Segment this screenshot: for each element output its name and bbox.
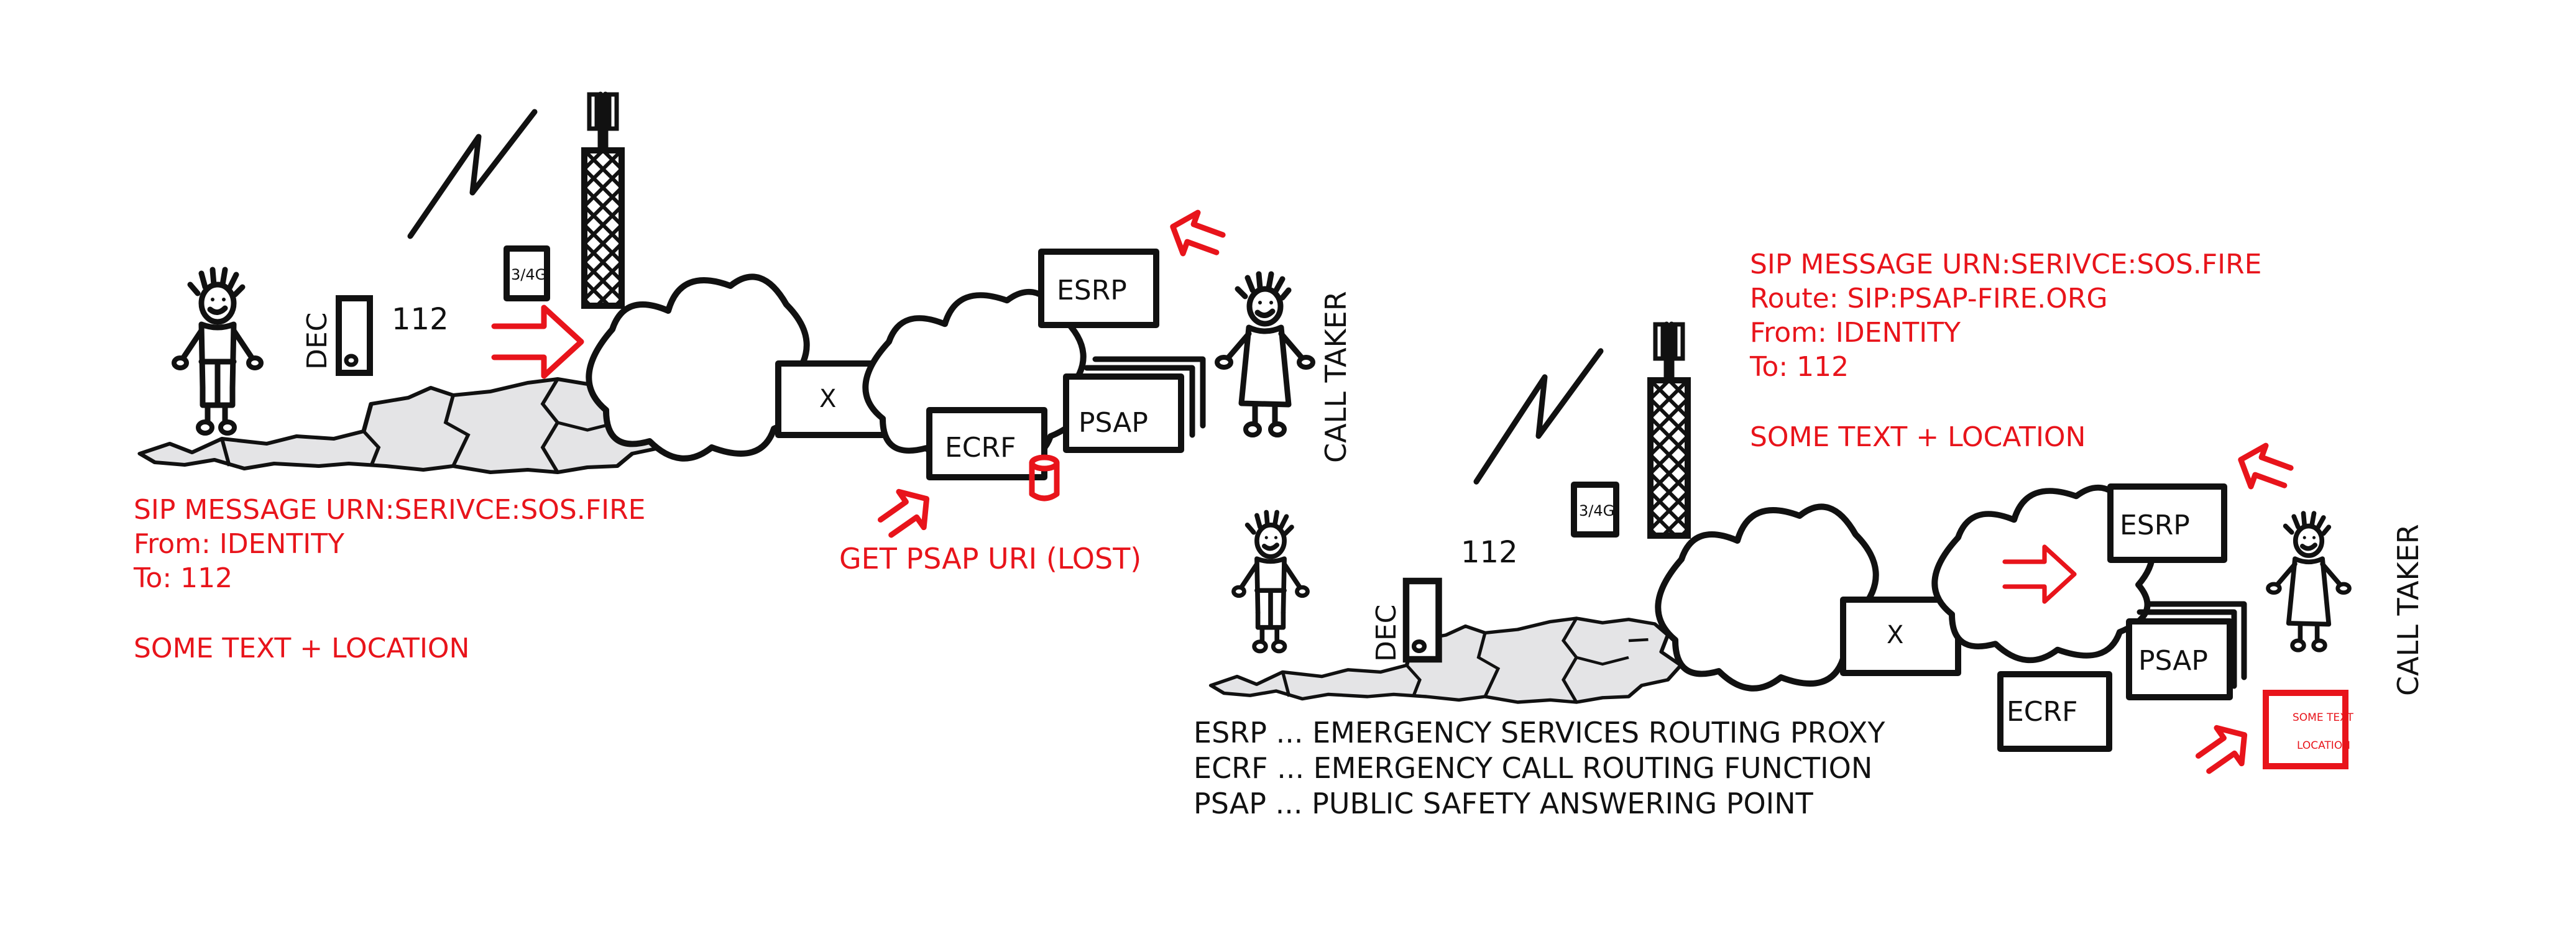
esrp-box	[2107, 483, 2227, 563]
call-taker-label: CALL TAKER	[1319, 291, 1353, 463]
caller-figure-icon	[174, 270, 261, 433]
dialed-number: 112	[1461, 535, 1518, 570]
radio-box-label: 3/4G	[511, 266, 546, 283]
signal-bolt-icon	[410, 112, 535, 236]
ecrf-box	[926, 407, 1047, 480]
red-arrow-icon	[1166, 206, 1227, 264]
signal-bolt-icon	[1476, 351, 1601, 482]
dialed-number: 112	[392, 302, 449, 337]
caller-figure-icon	[1234, 512, 1308, 651]
phone-icon	[339, 298, 370, 373]
sip-line: SOME TEXT + LOCATION	[1750, 421, 2086, 453]
call-taker-figure-icon	[1217, 274, 1313, 435]
sip-line: SOME TEXT + LOCATION	[134, 633, 469, 664]
ecrf-label: ECRF	[2007, 696, 2077, 728]
legend-item: PSAP ... PUBLIC SAFETY ANSWERING POINT	[1194, 787, 1814, 820]
legend: ESRP ... EMERGENCY SERVICES ROUTING PROX…	[1194, 716, 1885, 820]
call-taker-figure-icon	[2268, 513, 2350, 650]
psap-stack	[2126, 601, 2247, 700]
network-box	[1840, 597, 1961, 676]
sip-message-right: SIP MESSAGE URN:SERIVCE:SOS.FIRE Route: …	[1749, 249, 2261, 453]
esrp-label: ESRP	[1057, 275, 1127, 306]
sip-message-left: SIP MESSAGE URN:SERIVCE:SOS.FIRE From: I…	[133, 494, 645, 664]
phone-icon	[1406, 581, 1439, 659]
right-diagram: SIP MESSAGE URN:SERIVCE:SOS.FIRE Route: …	[1211, 249, 2425, 781]
radio-box	[1571, 482, 1619, 538]
cell-tower-icon	[584, 94, 622, 306]
sip-line: To: 112	[1749, 351, 1849, 383]
lost-query-label: GET PSAP URI (LOST)	[839, 542, 1141, 575]
sip-line: SIP MESSAGE URN:SERIVCE:SOS.FIRE	[1750, 249, 2261, 280]
legend-item: ECRF ... EMERGENCY CALL ROUTING FUNCTION	[1194, 751, 1872, 785]
red-arrow-icon	[2233, 439, 2295, 497]
cell-tower-icon	[1650, 324, 1688, 536]
psap-stack	[1063, 356, 1206, 453]
esrp-box	[1038, 249, 1159, 328]
radio-box-label: 3/4G	[1579, 502, 1614, 519]
call-taker-label: CALL TAKER	[2391, 524, 2425, 696]
legend-item: ESRP ... EMERGENCY SERVICES ROUTING PROX…	[1194, 716, 1885, 749]
ecrf-label: ECRF	[945, 432, 1016, 464]
sip-line: SIP MESSAGE URN:SERIVCE:SOS.FIRE	[134, 494, 645, 526]
delivered-info-line: SOME TEXT	[2293, 712, 2353, 724]
ecrf-box	[1997, 671, 2112, 752]
psap-label: PSAP	[1079, 407, 1148, 439]
psap-label: PSAP	[2138, 645, 2208, 677]
red-arrow-icon	[873, 481, 939, 545]
left-diagram: DEC 112 3/4G X ESRP PSAP ECRF CALL TAKER…	[133, 94, 1353, 664]
sip-line: From: IDENTITY	[134, 528, 344, 560]
red-arrow-icon	[2191, 717, 2257, 781]
caller-device-label: DEC	[1371, 605, 1402, 662]
esrp-label: ESRP	[2120, 510, 2190, 541]
map-icon	[1211, 618, 1681, 702]
delivered-info-box	[2263, 690, 2348, 769]
delivered-info-line: LOCATION	[2297, 739, 2350, 752]
sip-line: Route: SIP:PSAP-FIRE.ORG	[1750, 283, 2108, 314]
radio-box	[504, 245, 550, 301]
sip-line: From: IDENTITY	[1750, 317, 1961, 349]
sip-line: To: 112	[133, 562, 232, 594]
network-box-label: X	[1887, 621, 1903, 649]
network-box-label: X	[819, 385, 836, 413]
red-arrow-icon	[494, 308, 581, 376]
caller-device-label: DEC	[301, 313, 333, 370]
